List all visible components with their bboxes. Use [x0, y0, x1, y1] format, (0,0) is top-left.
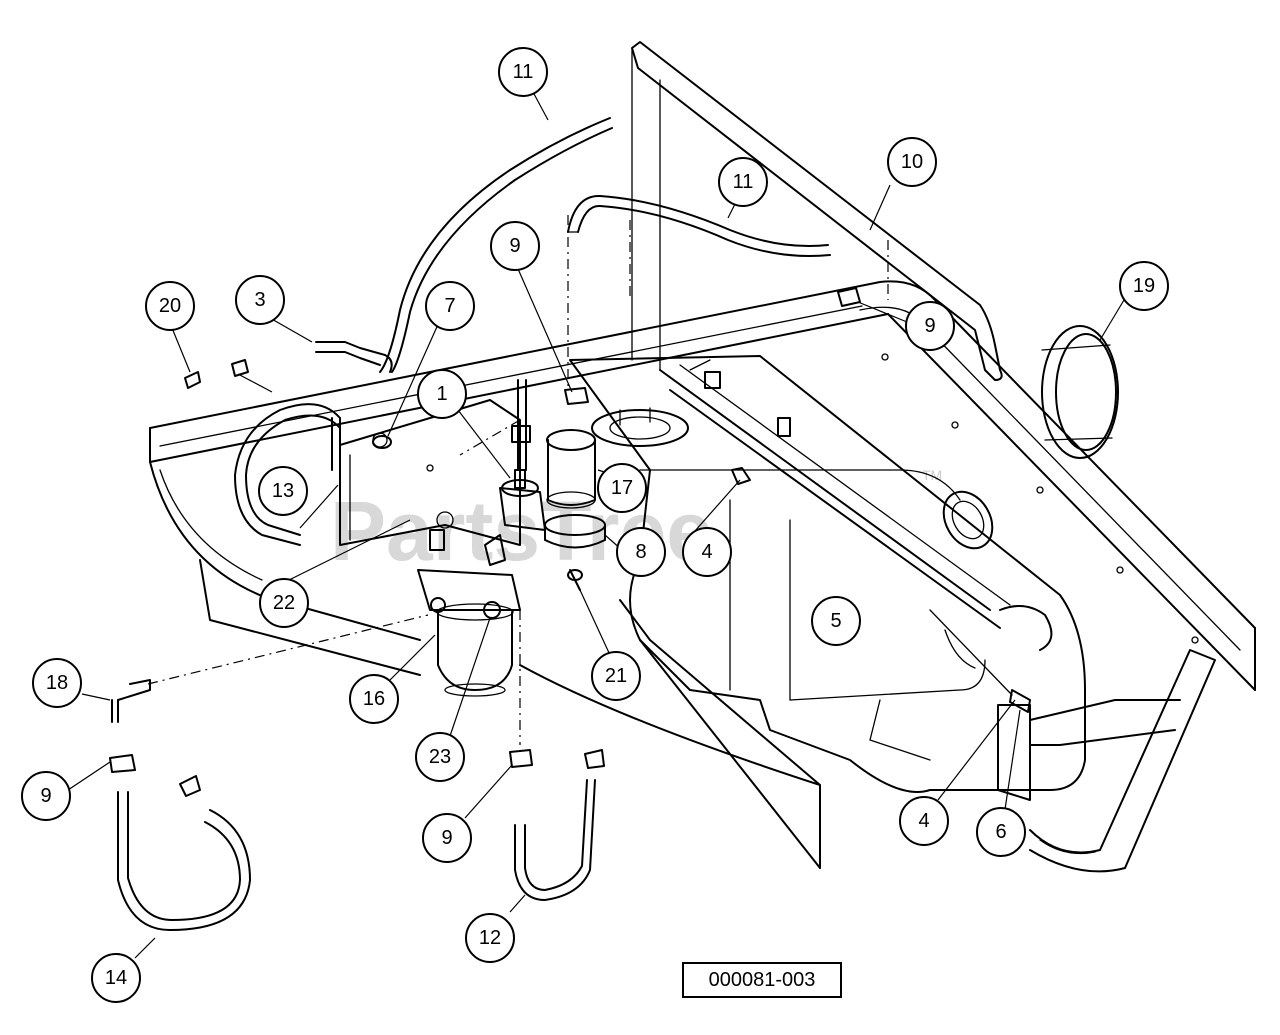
callout-17: 17 — [597, 463, 647, 513]
callout-9: 9 — [21, 771, 71, 821]
svg-text:4: 4 — [918, 810, 929, 832]
callout-5: 5 — [811, 596, 861, 646]
svg-text:5: 5 — [830, 610, 841, 632]
svg-text:10: 10 — [901, 151, 923, 173]
callout-13: 13 — [258, 466, 308, 516]
callout-9: 9 — [422, 813, 472, 863]
watermark-trademark: TM — [922, 467, 942, 483]
svg-text:11: 11 — [513, 61, 534, 83]
callout-4: 4 — [682, 527, 732, 577]
callout-20: 20 — [145, 281, 195, 331]
callout-23: 23 — [415, 732, 465, 782]
hardware — [109, 287, 1031, 797]
svg-text:9: 9 — [441, 827, 452, 849]
drawing-code: 000081-003 — [682, 962, 842, 998]
svg-text:9: 9 — [40, 785, 51, 807]
callout-19: 19 — [1119, 261, 1169, 311]
fuel-hoses — [111, 117, 831, 931]
callout-1: 1 — [417, 369, 467, 419]
callout-6: 6 — [976, 807, 1026, 857]
callout-15: 11 — [498, 47, 548, 97]
svg-text:16: 16 — [363, 688, 385, 710]
fuel-tank — [569, 355, 1086, 793]
callout-9: 9 — [490, 221, 540, 271]
svg-text:20: 20 — [159, 295, 181, 317]
svg-text:4: 4 — [701, 541, 712, 563]
callout-18: 18 — [32, 658, 82, 708]
svg-text:11: 11 — [733, 171, 754, 193]
svg-text:9: 9 — [924, 315, 935, 337]
svg-text:8: 8 — [635, 541, 646, 563]
svg-text:22: 22 — [273, 592, 295, 614]
callout-16: 16 — [349, 674, 399, 724]
svg-text:12: 12 — [479, 927, 501, 949]
callout-11: 11 — [718, 157, 768, 207]
callout-14: 14 — [91, 953, 141, 1003]
callout-4: 4 — [899, 796, 949, 846]
callout-7: 7 — [425, 281, 475, 331]
svg-text:9: 9 — [509, 235, 520, 257]
ring-seal — [1041, 325, 1119, 459]
svg-text:18: 18 — [46, 672, 68, 694]
callout-8: 8 — [616, 527, 666, 577]
callout-10: 10 — [887, 137, 937, 187]
callout-22: 22 — [259, 578, 309, 628]
svg-text:21: 21 — [605, 665, 627, 687]
svg-text:19: 19 — [1133, 275, 1155, 297]
callouts: 11 11 10 9 9 19 20 3 — [21, 47, 1169, 1003]
svg-text:13: 13 — [272, 480, 294, 502]
assembly-lines — [147, 215, 631, 745]
drawing-code-text: 000081-003 — [709, 969, 816, 991]
callout-3: 3 — [235, 275, 285, 325]
svg-text:6: 6 — [995, 821, 1006, 843]
svg-text:1: 1 — [436, 383, 447, 405]
svg-text:7: 7 — [444, 295, 455, 317]
callout-12: 12 — [465, 913, 515, 963]
callout-21: 21 — [591, 651, 641, 701]
svg-text:23: 23 — [429, 746, 451, 768]
mounting-bracket — [339, 399, 521, 566]
svg-text:3: 3 — [254, 289, 265, 311]
svg-text:14: 14 — [105, 967, 127, 989]
callout-9: 9 — [905, 301, 955, 351]
svg-text:17: 17 — [611, 477, 633, 499]
tank-cover-panel — [631, 41, 1003, 381]
